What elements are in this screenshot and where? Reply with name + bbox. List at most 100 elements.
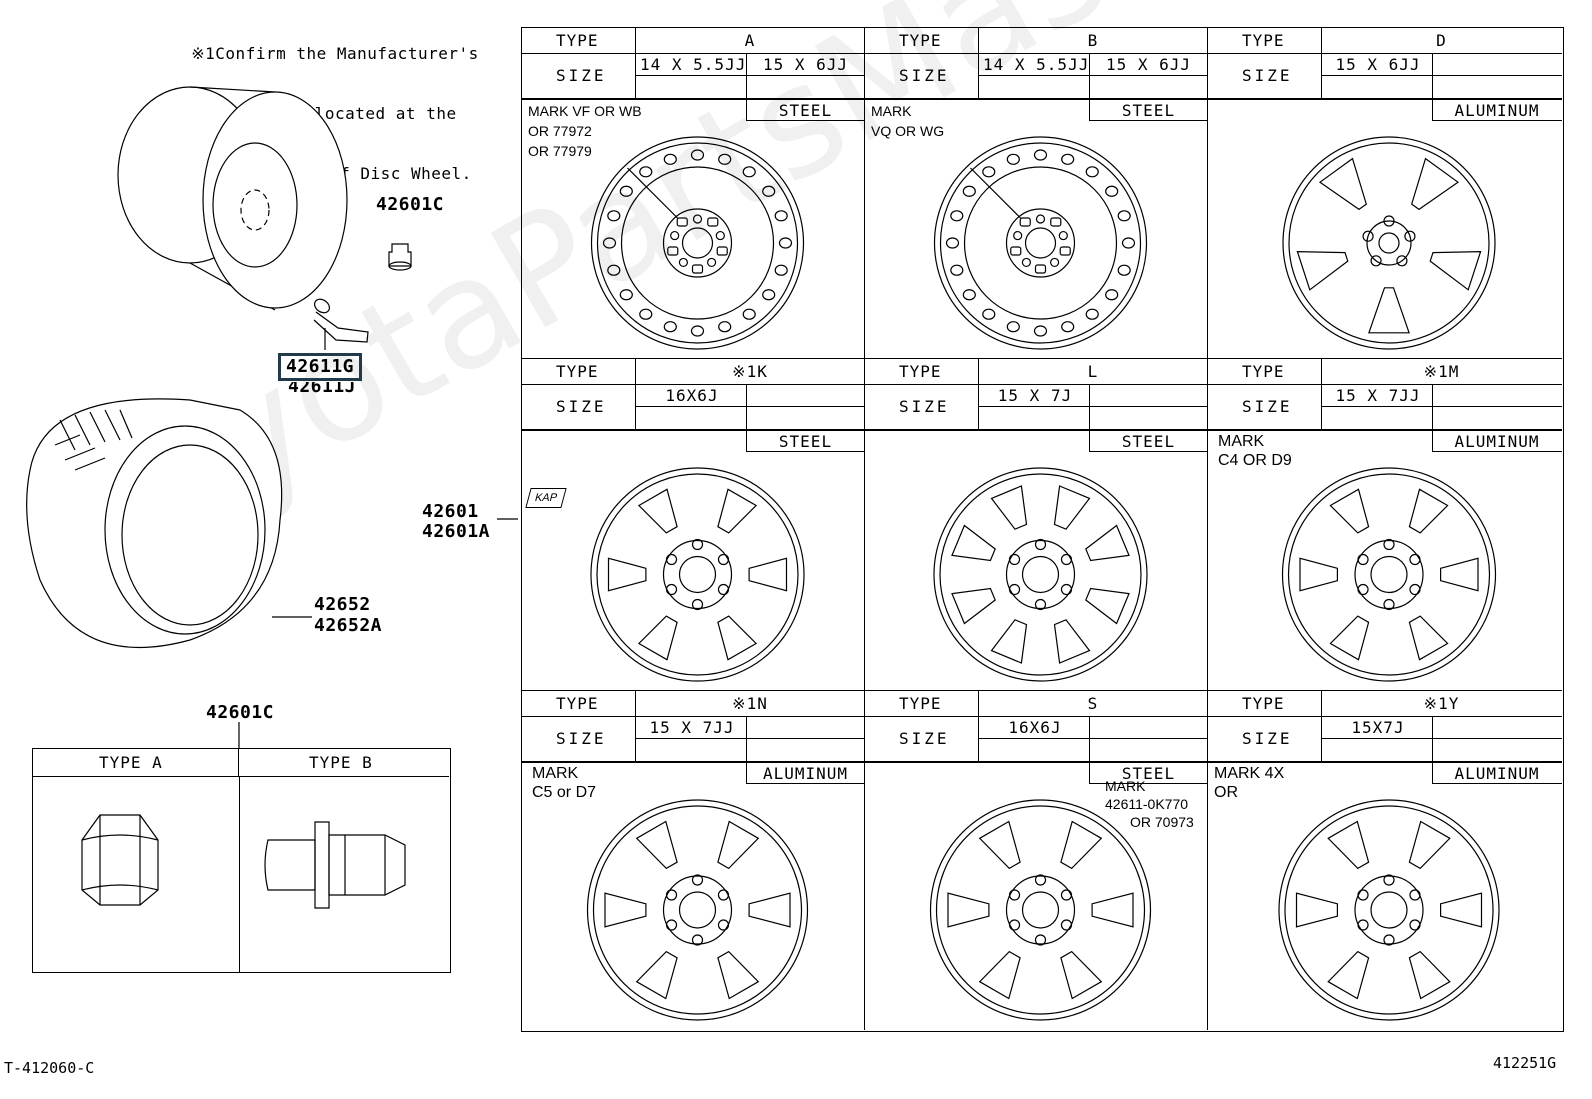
- type-value: ※1K: [732, 362, 768, 381]
- wheel-drawing: [522, 121, 865, 357]
- wheel-cell[interactable]: TYPE ※1K SIZE 16X6J STEEL KAP: [522, 359, 865, 691]
- size-value: 14 X 5.5JJ: [640, 55, 747, 74]
- wheel-drawing: [865, 452, 1208, 689]
- nut-type-table: TYPE A TYPE B: [32, 748, 451, 973]
- tire-part-number-alt[interactable]: 42652A: [314, 615, 383, 636]
- spare-wheel-drawing: [118, 87, 347, 310]
- note-line: ※1Confirm the Manufacturer's: [191, 44, 479, 63]
- mark-note: OR 70973: [1130, 814, 1194, 830]
- type-label: TYPE: [556, 362, 599, 381]
- type-label: TYPE: [556, 31, 599, 50]
- material-label: ALUMINUM: [1454, 764, 1540, 783]
- material-label: ALUMINUM: [1454, 101, 1540, 120]
- wheel-drawing: [1208, 121, 1562, 357]
- size-value: 14 X 5.5JJ: [983, 55, 1090, 74]
- wheel-drawing: [865, 121, 1208, 357]
- disc-wheel-part-number-alt[interactable]: 42601A: [422, 521, 491, 542]
- size-value: 16X6J: [665, 386, 719, 405]
- wheel-cell[interactable]: TYPE ※1N SIZE 15 X 7JJ ALUMINUM MARK C5 o…: [522, 691, 865, 1030]
- wheel-drawing: [522, 784, 865, 1028]
- valve-part-number-alt[interactable]: 42611J: [288, 376, 357, 397]
- size-label: SIZE: [899, 397, 950, 416]
- size-label: SIZE: [1242, 729, 1293, 748]
- nut-type-a-label: TYPE A: [99, 753, 163, 772]
- wheel-cell[interactable]: TYPE A SIZE 14 X 5.5JJ 15 X 6JJ STEEL MA…: [522, 28, 865, 359]
- left-parts-illustration: [0, 0, 520, 1000]
- mark-note: OR: [1214, 784, 1238, 801]
- mark-note: MARK VF OR WB: [528, 103, 642, 119]
- material-label: STEEL: [778, 432, 833, 451]
- type-label: TYPE: [1242, 362, 1285, 381]
- size-value: 15 X 6JJ: [1335, 55, 1421, 74]
- size-label: SIZE: [556, 397, 607, 416]
- size-value: 15 X 6JJ: [762, 55, 849, 74]
- type-value: L: [1087, 362, 1099, 381]
- type-value: B: [1087, 31, 1099, 50]
- wheel-cell[interactable]: TYPE L SIZE 15 X 7J STEEL: [865, 359, 1208, 691]
- mark-note: OR 77979: [528, 143, 592, 159]
- valve-drawing: [312, 296, 368, 350]
- type-value: S: [1087, 694, 1099, 713]
- type-label: TYPE: [899, 31, 942, 50]
- type-label: TYPE: [1242, 31, 1285, 50]
- type-label: TYPE: [899, 694, 942, 713]
- mark-note: OR 77972: [528, 123, 592, 139]
- nut-type-a-drawing: [82, 815, 158, 905]
- nut-part-number[interactable]: 42601C: [206, 702, 275, 723]
- wheel-cell[interactable]: TYPE B SIZE 14 X 5.5JJ 15 X 6JJ STEEL MA…: [865, 28, 1208, 359]
- size-label: SIZE: [1242, 66, 1293, 85]
- type-value: ※1M: [1423, 362, 1460, 381]
- valve-part-number-highlighted[interactable]: 42611G: [278, 353, 363, 381]
- wheel-drawing: [522, 452, 865, 689]
- size-value: 15X7J: [1351, 718, 1405, 737]
- mark-note: KAP: [525, 488, 567, 508]
- size-label: SIZE: [556, 66, 607, 85]
- size-label: SIZE: [556, 729, 607, 748]
- mark-note: 42611-0K770: [1105, 796, 1189, 812]
- material-label: ALUMINUM: [762, 764, 849, 783]
- mark-note: MARK: [532, 765, 579, 782]
- size-value: 15 X 6JJ: [1105, 55, 1192, 74]
- disc-wheel-part-number[interactable]: 42601: [422, 501, 479, 522]
- type-label: TYPE: [1242, 694, 1285, 713]
- material-label: STEEL: [1121, 432, 1176, 451]
- wheel-cell[interactable]: TYPE D SIZE 15 X 6JJ ALUMINUM: [1208, 28, 1562, 359]
- type-label: TYPE: [899, 362, 942, 381]
- material-label: STEEL: [1121, 101, 1176, 120]
- size-value: 15 X 7JJ: [1335, 386, 1421, 405]
- tire-drawing: [27, 399, 312, 648]
- size-label: SIZE: [899, 66, 950, 85]
- nut-type-b-drawing: [265, 822, 405, 908]
- size-value: 16X6J: [1008, 718, 1062, 737]
- type-value: A: [744, 31, 756, 50]
- wheel-drawing: [865, 784, 1208, 1028]
- size-value: 15 X 7JJ: [649, 718, 735, 737]
- type-value: D: [1436, 31, 1447, 50]
- type-value: ※1Y: [1423, 694, 1460, 713]
- cap-drawing: [389, 244, 411, 270]
- size-label: SIZE: [1242, 397, 1293, 416]
- size-value: 15 X 7J: [997, 386, 1073, 405]
- nut-type-b-label: TYPE B: [309, 753, 373, 772]
- type-label: TYPE: [556, 694, 599, 713]
- type-value: ※1N: [732, 694, 768, 713]
- size-label: SIZE: [899, 729, 950, 748]
- material-label: STEEL: [778, 101, 833, 120]
- material-label: ALUMINUM: [1454, 432, 1540, 451]
- wheel-drawing: [1208, 784, 1562, 1028]
- mark-note: MARK: [1105, 778, 1146, 794]
- mark-note: MARK: [871, 103, 912, 119]
- footer-right-code: 412251G: [1493, 1054, 1557, 1072]
- mark-note: VQ OR WG: [871, 123, 945, 139]
- wheel-drawing: [1208, 452, 1562, 689]
- mark-note: MARK 4X: [1214, 765, 1285, 782]
- mark-note: C5 or D7: [532, 784, 597, 801]
- cap-part-number[interactable]: 42601C: [376, 194, 445, 215]
- material-label: STEEL: [1121, 764, 1176, 783]
- mark-note: C4 OR D9: [1218, 452, 1292, 469]
- wheel-type-grid: TYPE A SIZE 14 X 5.5JJ 15 X 6JJ STEEL MA…: [521, 27, 1564, 1032]
- wheel-cell[interactable]: TYPE ※1Y SIZE 15X7J ALUMINUM MARK 4X OR: [1208, 691, 1562, 1030]
- tire-part-number[interactable]: 42652: [314, 594, 371, 615]
